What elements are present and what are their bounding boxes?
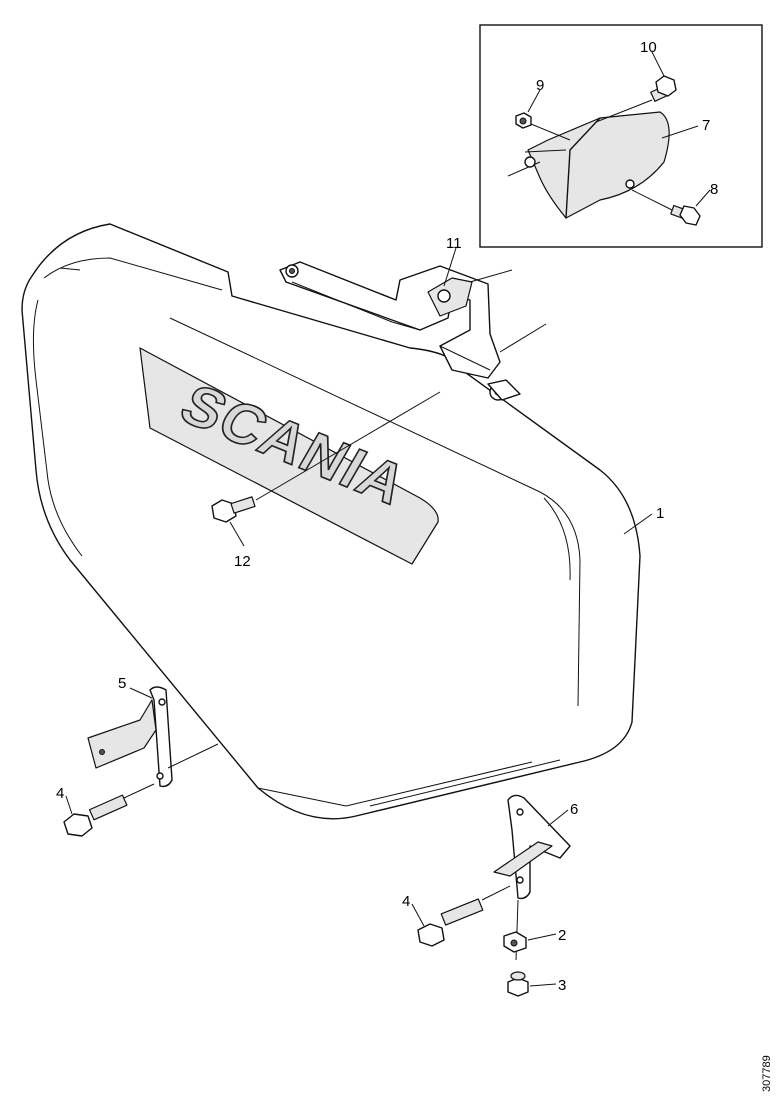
callout-4-left: 4 xyxy=(56,785,64,802)
callout-11: 11 xyxy=(446,235,462,252)
bracket-5 xyxy=(87,686,219,788)
bracket-7 xyxy=(527,111,670,219)
bolt-4-left xyxy=(63,783,155,837)
reference-code: 307789 xyxy=(761,1055,773,1092)
clip-11 xyxy=(427,277,473,317)
callout-3: 3 xyxy=(558,977,566,994)
cover-panel: SCANIA xyxy=(21,223,641,820)
callout-4-right: 4 xyxy=(402,893,410,910)
callout-12: 12 xyxy=(234,553,251,570)
callout-6: 6 xyxy=(570,801,578,818)
bolt-4-right xyxy=(417,885,511,947)
callout-9: 9 xyxy=(536,77,544,94)
callout-8: 8 xyxy=(710,181,718,198)
upper-bracket xyxy=(279,261,547,401)
nut-3 xyxy=(507,971,529,997)
callout-5: 5 xyxy=(118,675,126,692)
callout-1: 1 xyxy=(656,505,664,522)
bolt-8 xyxy=(631,189,701,226)
callout-10: 10 xyxy=(640,39,657,56)
logo-plate xyxy=(139,347,439,565)
nut-9 xyxy=(515,112,571,141)
detail-inset xyxy=(479,24,763,248)
nut-2 xyxy=(503,931,527,953)
callouts: 1 2 3 4 4 5 6 7 8 9 10 11 12 xyxy=(56,39,718,994)
leader-lines xyxy=(65,247,653,987)
bolt-10 xyxy=(595,75,677,123)
callout-2: 2 xyxy=(558,927,566,944)
bolt-12 xyxy=(211,391,441,523)
callout-7: 7 xyxy=(702,117,710,134)
